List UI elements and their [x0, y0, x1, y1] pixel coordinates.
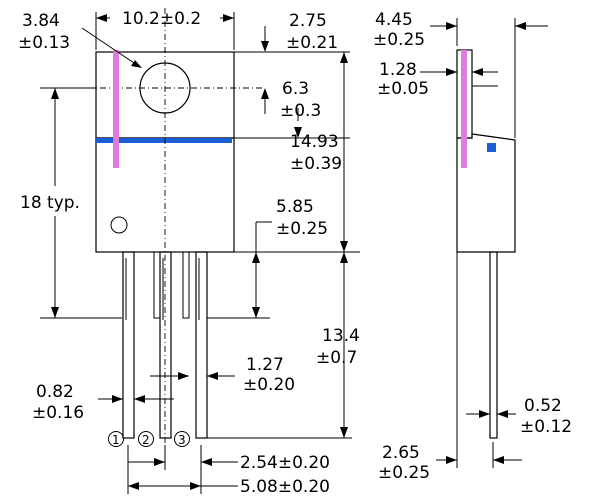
lead-length-value: 13.4 [322, 326, 360, 346]
front-view: 10.2±0.2 3.84 ±0.13 2.75 ±0.21 6.3 ±0.3 … [18, 8, 360, 497]
lead-offset-value: 2.65 [382, 443, 420, 463]
pin-3-label: 3 [178, 433, 186, 447]
pin-2-label: 2 [142, 433, 150, 447]
tab-body-boundary-marker [96, 138, 232, 143]
hole-diameter-tol: ±0.13 [18, 33, 70, 53]
pin1-indicator-dot [110, 216, 128, 234]
lead-width-tol: ±0.16 [32, 403, 84, 423]
tab-top-dimension-value: 2.75 [289, 11, 327, 31]
lead-thickness-value: 0.52 [524, 396, 562, 416]
body-height-value: 14.93 [290, 132, 339, 152]
hole-to-body-tol: ±0.3 [280, 101, 321, 121]
body-height-tol: ±0.39 [290, 154, 342, 174]
leads [122, 251, 208, 439]
pin-2-badge [138, 431, 154, 447]
pitch-total-dimension: 5.08±0.20 [240, 477, 330, 497]
lead-1 [122, 251, 135, 439]
tab-thickness-tol: ±0.05 [377, 79, 429, 99]
lead-pitch-width-tol: ±0.20 [243, 375, 295, 395]
side-depth-tol: ±0.25 [373, 30, 425, 50]
width-dimension: 10.2±0.2 [122, 9, 201, 29]
lead-3 [195, 251, 208, 439]
hole-to-lead-bend: 18 typ. [20, 193, 80, 213]
lead-width-value: 0.82 [36, 382, 74, 402]
side-depth-value: 4.45 [375, 10, 413, 30]
pin-1-badge [108, 431, 124, 447]
lead-thickness-tol: ±0.12 [520, 417, 572, 437]
side-lead [489, 251, 498, 439]
lead-length-tol: ±0.7 [316, 348, 357, 368]
pin-3-badge [174, 431, 190, 447]
pitch-dimension: 2.54±0.20 [240, 453, 330, 473]
lead-offset-tol: ±0.25 [378, 463, 430, 483]
lead-shoulder-tol: ±0.25 [276, 219, 328, 239]
lead-pitch-width-value: 1.27 [246, 355, 284, 375]
lead-2 [159, 251, 172, 439]
pin-1-label: 1 [112, 433, 120, 447]
lead-shoulder-value: 5.85 [276, 197, 314, 217]
hole-to-body-value: 6.3 [282, 79, 309, 99]
side-view: 4.45 ±0.25 1.28 ±0.05 0.52 ±0.12 2.65 ±0… [373, 10, 572, 483]
side-body-marker [487, 143, 496, 152]
side-tab-marker [461, 50, 467, 168]
tab-thickness-value: 1.28 [379, 60, 417, 80]
hole-diameter-value: 3.84 [22, 11, 60, 31]
tab-top-dimension-tol: ±0.21 [286, 33, 338, 53]
tab-edge-marker [113, 50, 119, 168]
pin-numbers: 1 2 3 [108, 431, 190, 447]
